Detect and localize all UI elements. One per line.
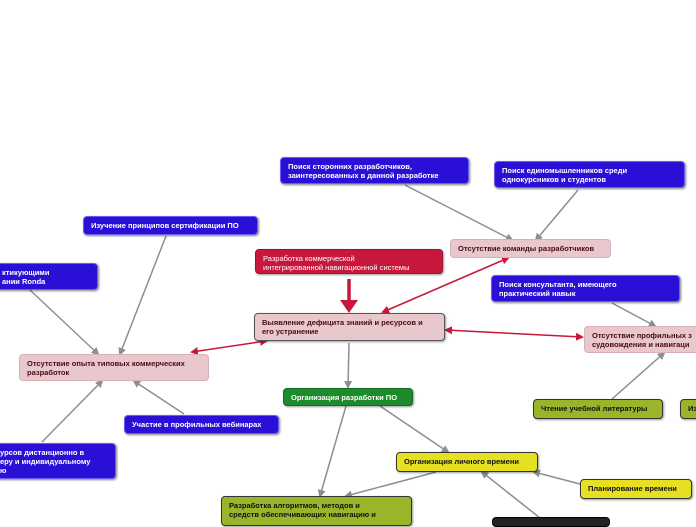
node-label: Изучение принципов сертификации ПО [91, 221, 239, 230]
node-label: Организация разработки ПО [291, 393, 398, 402]
link-center-to-team [381, 256, 510, 314]
link-lower-to-orgtime [480, 470, 541, 519]
node-algorithms[interactable]: Разработка алгоритмов, методов и средств… [221, 496, 412, 526]
node-edge-olive[interactable]: Из [680, 399, 696, 419]
link-practicing-to-exp [29, 289, 100, 356]
link-peers-to-team [534, 189, 579, 242]
link-center-to-profile [444, 326, 584, 341]
link-orgtime-to-algorithms [344, 471, 437, 499]
node-label: Поиск консультанта, имеющего практически… [499, 280, 617, 298]
link-webinars-to-exp [132, 379, 185, 415]
link-center-to-exp [190, 337, 268, 356]
node-label: Отсутствие команды разработчиков [458, 244, 595, 253]
node-label: Поиск единомышленников среди однокурсник… [502, 166, 628, 184]
link-orgdev-to-algorithms [317, 405, 347, 498]
node-label: Отсутствие опыта типовых коммерческих ра… [27, 359, 185, 377]
node-label: Отсутствие профильных з судовождения и н… [592, 331, 692, 349]
node-no-profile-knowledge[interactable]: Отсутствие профильных з судовождения и н… [584, 326, 696, 353]
node-search-third-party[interactable]: Поиск сторонних разработчиков, заинтерес… [280, 157, 469, 184]
node-label: ктикующими ании Ronda [2, 268, 50, 286]
node-certification[interactable]: Изучение принципов сертификации ПО [83, 216, 258, 235]
node-label: Из [688, 404, 696, 413]
node-consultant[interactable]: Поиск консультанта, имеющего практически… [491, 275, 680, 302]
node-practicing[interactable]: ктикующими ании Ronda [0, 263, 98, 290]
node-label: Участие в профильных вебинарах [132, 420, 262, 429]
link-cert-to-exp [118, 235, 167, 356]
link-orgdev-to-orgtime [379, 405, 450, 454]
node-label: Разработка алгоритмов, методов и средств… [229, 501, 376, 519]
link-center-to-orgdev [344, 342, 353, 389]
node-org-time[interactable]: Организация личного времени [396, 452, 538, 472]
node-no-experience[interactable]: Отсутствие опыта типовых коммерческих ра… [19, 354, 209, 381]
node-no-team[interactable]: Отсутствие команды разработчиков [450, 239, 611, 258]
node-webinars[interactable]: Участие в профильных вебинарах [124, 415, 279, 434]
link-planning-to-orgtime [532, 469, 581, 485]
link-third-to-team [404, 184, 514, 241]
node-lower-cutoff[interactable] [492, 517, 610, 527]
link-reading-to-profile [611, 351, 666, 400]
node-label: Выявление дефицита знаний и ресурсов и е… [262, 318, 423, 336]
node-planning[interactable]: Планирование времени [580, 479, 692, 499]
big-arrow-head [340, 300, 358, 313]
link-consultant-to-profile [611, 302, 657, 327]
node-label: Организация личного времени [404, 457, 519, 466]
node-reading[interactable]: Чтение учебной литературы [533, 399, 663, 419]
link-courses-to-exp [41, 379, 104, 443]
node-label: Планирование времени [588, 484, 677, 493]
node-label: Разработка коммерческой интегрированной … [263, 254, 410, 272]
node-label: урсов дистанционно в еру и индивидуально… [0, 448, 91, 475]
node-org-development[interactable]: Организация разработки ПО [283, 388, 413, 406]
node-commercial-system[interactable]: Разработка коммерческой интегрированной … [255, 249, 443, 274]
node-remote-courses[interactable]: урсов дистанционно в еру и индивидуально… [0, 443, 116, 479]
node-search-peers[interactable]: Поиск единомышленников среди однокурсник… [494, 161, 685, 188]
node-label: Чтение учебной литературы [541, 404, 648, 413]
node-central-topic[interactable]: Выявление дефицита знаний и ресурсов и е… [254, 313, 445, 341]
node-label: Поиск сторонних разработчиков, заинтерес… [288, 162, 439, 180]
